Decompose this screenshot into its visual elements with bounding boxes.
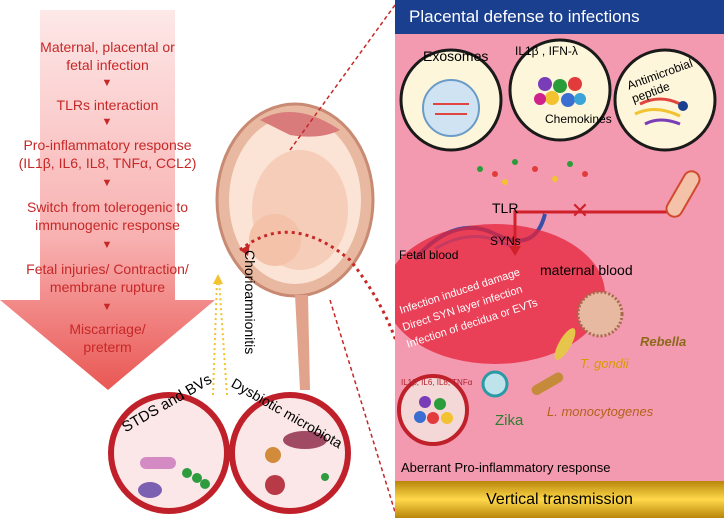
syns-label: SYNs [490, 234, 521, 248]
cytokines-label: IL1β , IFN-λ [515, 44, 578, 58]
zika-label: Zika [495, 412, 524, 429]
flow-step-injuries-1: Fetal injuries/ Contraction/ [26, 261, 189, 277]
chemokines-label: Chemokines [545, 112, 612, 126]
maternal-blood-label: maternal blood [540, 262, 633, 278]
down-arrow-icon: ▼ [101, 301, 113, 313]
fetal-blood-label: Fetal blood [399, 248, 459, 262]
chorioamnionitis-label: Chorioamnionitis [242, 250, 258, 355]
flow-step-switch-2: immunogenic response [35, 217, 180, 233]
ascending-infection-dotted [212, 274, 228, 396]
rebella-label: Rebella [640, 334, 687, 349]
flow-step-outcome-1: Miscarriage/ [69, 321, 146, 337]
aberrant-response-label: Aberrant Pro-inflammatory response [401, 460, 611, 475]
svg-text:✕: ✕ [571, 198, 589, 223]
uterus-fetus-illustration [215, 102, 375, 390]
infection-path-dotted [239, 230, 407, 371]
down-arrow-icon: ▼ [101, 239, 113, 251]
down-arrow-icon: ▼ [101, 177, 113, 189]
zoom-guide-lines [289, 4, 396, 513]
panel-title: Placental defense to infections [395, 0, 724, 34]
aberrant-cytokines-label: IL1β, IL6, IL8, TNFα [401, 378, 473, 387]
flow-arrow [0, 10, 215, 390]
listeria-label: L. monocytogenes [547, 404, 654, 419]
t-gondii-label: T. gondii [580, 356, 629, 371]
flow-step-injuries-2: membrane rupture [49, 279, 166, 295]
down-arrow-icon: ▼ [101, 77, 113, 89]
flow-step-infection-1: Maternal, placental or [40, 39, 175, 55]
placental-defense-panel: Placental defense to infections ✕ [395, 0, 724, 518]
flow-step-tlrs: TLRs interaction [56, 97, 159, 113]
vertical-transmission-bar: Vertical transmission [395, 481, 724, 518]
exosomes-label: Exosomes [423, 48, 489, 64]
flow-step-proinflam-1: Pro-inflammatory response [23, 137, 192, 153]
flow-step-switch-1: Switch from tolerogenic to [26, 199, 189, 215]
tlr-label: TLR [492, 200, 519, 216]
down-arrow-icon: ▼ [101, 116, 113, 128]
placental-defense-illustration: ✕ [395, 38, 717, 446]
flow-step-proinflam-2: (IL1β, IL6, IL8, TNFα, CCL2) [18, 155, 197, 171]
flow-step-infection-2: fetal infection [66, 57, 149, 73]
microbiota-circles [108, 392, 351, 514]
flow-step-outcome-2: preterm [83, 339, 132, 355]
